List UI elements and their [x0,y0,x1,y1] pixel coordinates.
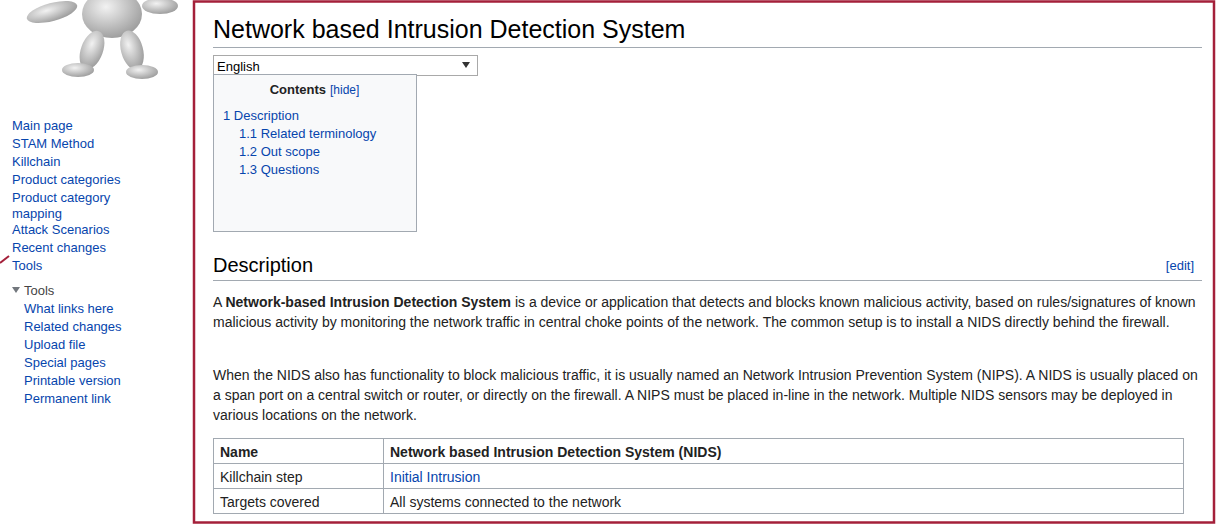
table-header: Network based Intrusion Detection System… [390,444,721,460]
edit-link: [edit] [1166,258,1194,274]
sidebar-link: Related changes [24,319,122,335]
table-text: Targets covered [220,494,320,510]
contents-box: Contents [hide] 1 Description1.1 Related t… [213,74,417,232]
contents-heading-row: Contents [hide] [223,81,406,99]
mascot-foot [126,65,158,79]
toc-item: 1.2 Out scope [239,143,406,161]
sidebar-link: Recent changes [12,240,106,256]
sidebar-section-heading: Tools [24,283,54,299]
table-cell: Network based Intrusion Detection System… [383,438,1184,464]
highlight-frame [194,2,1214,523]
table-link: Initial Intrusion [390,469,480,485]
collapse-triangle [12,287,20,293]
sidebar-link: Permanent link [24,391,111,407]
table-cell: Initial Intrusion [383,463,1184,489]
paragraph: A Network-based Intrusion Detection Syst… [213,292,1208,332]
sidebar-link: Printable version [24,373,121,389]
mascot-arm [142,0,178,14]
table-text: Killchain step [220,469,303,485]
sidebar-link: Killchain [12,154,60,170]
sidebar-link: Product category mapping [12,190,127,222]
table-cell: Name [213,438,384,464]
page-title: Network based Intrusion Detection System [213,14,685,44]
dropdown-arrow [461,61,471,69]
dropdown-arrow-head [462,62,470,68]
contents-heading: Contents [270,82,326,97]
paragraph-text: A [213,294,222,310]
sidebar-link: Upload file [24,337,85,353]
language-dropdown: English [213,55,478,76]
sidebar-link: Main page [12,118,73,134]
sidebar-link: STAM Method [12,136,94,152]
table-header: Name [220,444,258,460]
dropdown-value: English [217,59,260,74]
toc-item: 1.1 Related terminology [239,125,406,143]
sidebar-link: Special pages [24,355,106,371]
sidebar-link: Tools [12,258,42,274]
toc-item: 1 Description [223,107,406,125]
table-cell: Killchain step [213,463,384,489]
toc-item: 1.3 Questions [239,161,406,179]
mascot-arm [25,0,80,27]
sidebar-link: Attack Scenarios [12,222,110,238]
paragraph: When the NIDS also has functionality to … [213,365,1208,425]
mascot-foot [62,63,94,77]
leader-line [0,256,9,263]
hide-link: [hide] [330,83,359,97]
section-heading: Description [213,252,313,278]
table-cell: Targets covered [213,488,384,514]
mascot-figure [25,0,178,79]
sidebar-link: Product categories [12,172,120,188]
table-text: All systems connected to the network [390,494,621,510]
heading-rule [213,47,1202,48]
table-cell: All systems connected to the network [383,488,1184,514]
bold-term: Network-based Intrusion Detection System [225,294,511,310]
heading-rule [213,280,1202,281]
sidebar-link: What links here [24,301,114,317]
